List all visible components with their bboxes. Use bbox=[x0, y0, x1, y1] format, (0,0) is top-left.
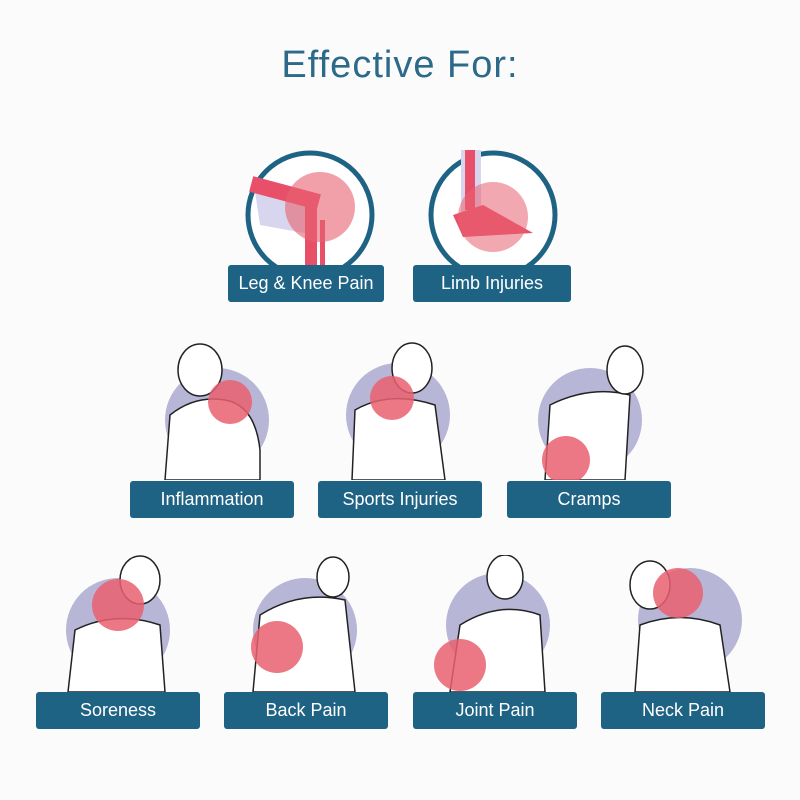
label-neck-pain: Neck Pain bbox=[601, 692, 765, 729]
label-soreness: Soreness bbox=[36, 692, 200, 729]
lower-back-icon bbox=[538, 345, 644, 480]
label-limb-injuries: Limb Injuries bbox=[413, 265, 571, 302]
shoulder-front-pain-icon bbox=[346, 342, 450, 480]
page-title: Effective For: bbox=[281, 44, 519, 86]
neck-shoulder-icon bbox=[66, 555, 170, 692]
label-leg-knee-pain: Leg & Knee Pain bbox=[228, 265, 384, 302]
elbow-pain-icon bbox=[434, 555, 550, 692]
label-joint-pain: Joint Pain bbox=[413, 692, 577, 729]
back-pain-icon bbox=[251, 556, 357, 692]
knee-icon bbox=[245, 150, 375, 280]
neck-pain-icon bbox=[629, 560, 742, 692]
ankle-icon bbox=[428, 150, 558, 280]
label-back-pain: Back Pain bbox=[224, 692, 388, 729]
label-cramps: Cramps bbox=[507, 481, 671, 518]
label-sports-injuries: Sports Injuries bbox=[318, 481, 482, 518]
label-inflammation: Inflammation bbox=[130, 481, 294, 518]
shoulder-pain-icon bbox=[164, 343, 269, 480]
